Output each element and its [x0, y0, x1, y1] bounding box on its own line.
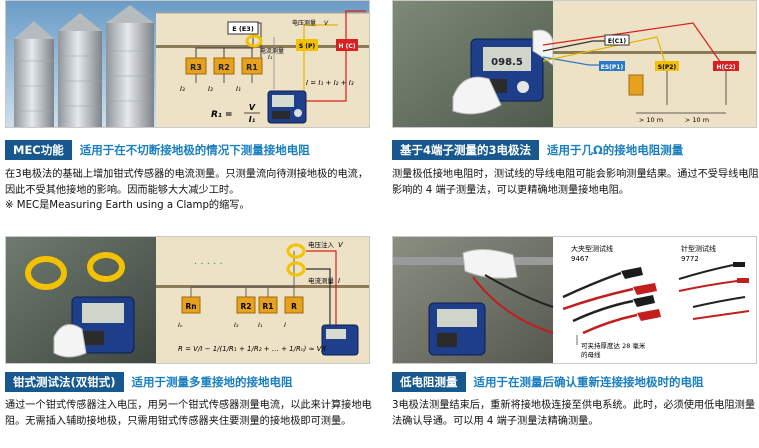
low-resistance-header: 低电阻测量 适用于在测量后确认重新连接接地极时的电阻: [392, 372, 757, 392]
glove-left: [452, 76, 502, 115]
svg-text:9467: 9467: [571, 255, 589, 263]
svg-text:R2: R2: [218, 63, 230, 72]
clamp-description: 通过一个钳式传感器注入电压，用另一个钳式传感器测量电流，以此来计算接地电阻。无需…: [5, 398, 373, 429]
svg-text:I₁: I₁: [236, 85, 241, 93]
svg-text:I = I₁ + I₂ + I₃: I = I₁ + I₂ + I₃: [306, 79, 354, 87]
electrode-r1: R1: [241, 57, 263, 83]
clamp-caption: 适用于测量多重接地的接地电阻: [131, 375, 293, 389]
svg-text:可夹持厚度达 28 毫米: 可夹持厚度达 28 毫米: [581, 341, 646, 350]
svg-text:I₁: I₁: [249, 115, 256, 124]
clamp-figure: · · · · · 电压注入 V 电流测量 I Rn R2: [5, 236, 370, 364]
silo-photo: [14, 5, 154, 127]
electrode-r: R: [284, 296, 304, 314]
svg-text:S (P): S (P): [299, 43, 316, 50]
svg-text:E(C1): E(C1): [608, 38, 626, 45]
ground-line: [156, 45, 369, 48]
svg-text:R1: R1: [263, 302, 274, 311]
electrode-r1: R1: [258, 296, 278, 314]
svg-text:I₁: I₁: [268, 54, 273, 61]
low-resistance-tag: 低电阻测量: [392, 372, 466, 392]
terminal-e: [604, 34, 630, 46]
svg-text:V: V: [249, 103, 256, 112]
low-resistance-diagram: 大夹型测试线 9467 针型测试线 9772: [393, 237, 756, 363]
pin-lead-9772: [678, 262, 750, 320]
svg-text:H(C2): H(C2): [716, 64, 735, 71]
svg-text:V: V: [324, 20, 329, 27]
mec-header: MEC功能 适用于在不切断接地极的情况下测量接地电阻: [5, 140, 370, 160]
svg-text:电压测量: 电压测量: [292, 19, 316, 27]
mec-desc-line: 在3电极法的基础上增加钳式传感器的电流测量。只测量流向待测接地极的电流，因此不受…: [5, 169, 369, 196]
low-resistance-description: 3电极法测量结束后，重新将接地极连接至供电系统。此时，必须使用低电阻测量法确认导…: [392, 398, 759, 429]
electrode-r3: R3: [185, 57, 207, 83]
svg-text:> 10 m: > 10 m: [685, 116, 709, 124]
measure-clamp: [286, 261, 306, 277]
h-terminal: [336, 39, 358, 51]
four-terminal-desc-line: 测量极低接地电阻时，测试线的导线电阻可能会影响测量结果。通过不受导线电阻影响的 …: [392, 169, 759, 196]
svg-text:R2: R2: [241, 302, 252, 311]
terminal-h: [713, 61, 739, 71]
mec-caption: 适用于在不切断接地极的情况下测量接地电阻: [79, 143, 310, 157]
low-resistance-figure: 大夹型测试线 9467 针型测试线 9772: [392, 236, 757, 364]
earth-tester: [267, 90, 307, 124]
svg-text:E (E3): E (E3): [232, 25, 254, 33]
svg-text:针型测试线: 针型测试线: [681, 244, 716, 253]
svg-text:H (C): H (C): [339, 43, 356, 50]
e-terminal-box: [227, 21, 259, 35]
electrode-r2: R2: [213, 57, 235, 83]
clamp-desc-line: 通过一个钳式传感器注入电压，用另一个钳式传感器测量电流，以此来计算接地电阻。无需…: [5, 400, 372, 427]
electrode-r2: R2: [236, 296, 256, 314]
clamp-header: 钳式测试法(双钳式) 适用于测量多重接地的接地电阻: [5, 372, 370, 392]
terminal-s: [655, 61, 679, 71]
svg-text:I₁: I₁: [258, 321, 263, 329]
svg-text:I₂: I₂: [234, 321, 239, 329]
svg-text:Rn: Rn: [185, 302, 196, 311]
mec-tag: MEC功能: [5, 140, 72, 160]
svg-text:S(P2): S(P2): [658, 64, 677, 71]
electrode-rn: Rn: [181, 296, 201, 314]
svg-text:I: I: [284, 321, 286, 329]
clamp-sensor: [245, 34, 263, 48]
four-terminal-figure: 098.5 E(C1) ES(P1) S(P2) H(C2): [392, 0, 757, 128]
svg-text:的母线: 的母线: [581, 350, 601, 359]
low-resistance-caption: 适用于在测量后确认重新连接接地极时的电阻: [473, 375, 704, 389]
svg-text:R: R: [291, 302, 297, 311]
svg-text:098.5: 098.5: [491, 57, 523, 68]
ground-electrode: [628, 74, 644, 96]
svg-text:ES(P1): ES(P1): [601, 64, 624, 71]
four-terminal-header: 基于4端子测量的3电极法 适用于几Ω的接地电阻测量: [392, 140, 757, 160]
mec-description: 在3电极法的基础上增加钳式传感器的电流测量。只测量流向待测接地极的电流，因此不受…: [5, 167, 373, 214]
svg-text:R3: R3: [190, 63, 202, 72]
svg-text:I: I: [338, 277, 340, 285]
four-terminal-caption: 适用于几Ω的接地电阻测量: [547, 143, 684, 157]
mec-figure: R3 R2 R1 I₃ I₂ I₁ E (E3) 电流测量 I₁ 电压测量: [5, 0, 370, 128]
svg-text:电压注入: 电压注入: [308, 240, 335, 249]
clip-lead-9467: [562, 267, 661, 335]
svg-text:V: V: [338, 241, 344, 249]
svg-text:R = V/I − 1/(1/R₁ + 1/R₂ + … +: R = V/I − 1/(1/R₁ + 1/R₂ + … + 1/Rₙ) ≈ V…: [178, 345, 326, 353]
svg-text:· · · · ·: · · · · ·: [194, 259, 223, 270]
svg-text:电流测量: 电流测量: [260, 47, 284, 55]
svg-text:Iₙ: Iₙ: [178, 321, 183, 329]
svg-text:> 10 m: > 10 m: [639, 116, 663, 124]
four-terminal-diagram: 098.5 E(C1) ES(P1) S(P2) H(C2): [393, 1, 756, 127]
four-terminal-tag: 基于4端子测量的3电极法: [392, 140, 540, 160]
mec-desc-note: ※ MEC是Measuring Earth using a Clamp的缩写。: [5, 200, 250, 211]
clamp-tag: 钳式测试法(双钳式): [5, 372, 124, 392]
svg-text:大夹型测试线: 大夹型测试线: [571, 244, 613, 253]
svg-text:I₂: I₂: [208, 85, 213, 93]
mec-diagram: R3 R2 R1 I₃ I₂ I₁ E (E3) 电流测量 I₁ 电压测量: [6, 1, 369, 127]
svg-text:电流测量: 电流测量: [308, 276, 335, 285]
four-terminal-description: 测量极低接地电阻时，测试线的导线电阻可能会影响测量结果。通过不受导线电阻影响的 …: [392, 167, 759, 198]
svg-text:R₁ =: R₁ =: [211, 110, 233, 120]
clamp-diagram: · · · · · 电压注入 V 电流测量 I Rn R2: [6, 237, 369, 363]
inject-clamp: [286, 243, 306, 259]
svg-text:9772: 9772: [681, 255, 699, 263]
s-terminal: [296, 39, 318, 51]
glove-right: [532, 29, 554, 67]
svg-text:I₃: I₃: [180, 85, 185, 93]
low-resistance-desc-line: 3电极法测量结束后，重新将接地极连接至供电系统。此时，必须使用低电阻测量法确认导…: [392, 400, 756, 427]
terminal-es: [599, 61, 625, 71]
svg-text:R1: R1: [246, 63, 258, 72]
